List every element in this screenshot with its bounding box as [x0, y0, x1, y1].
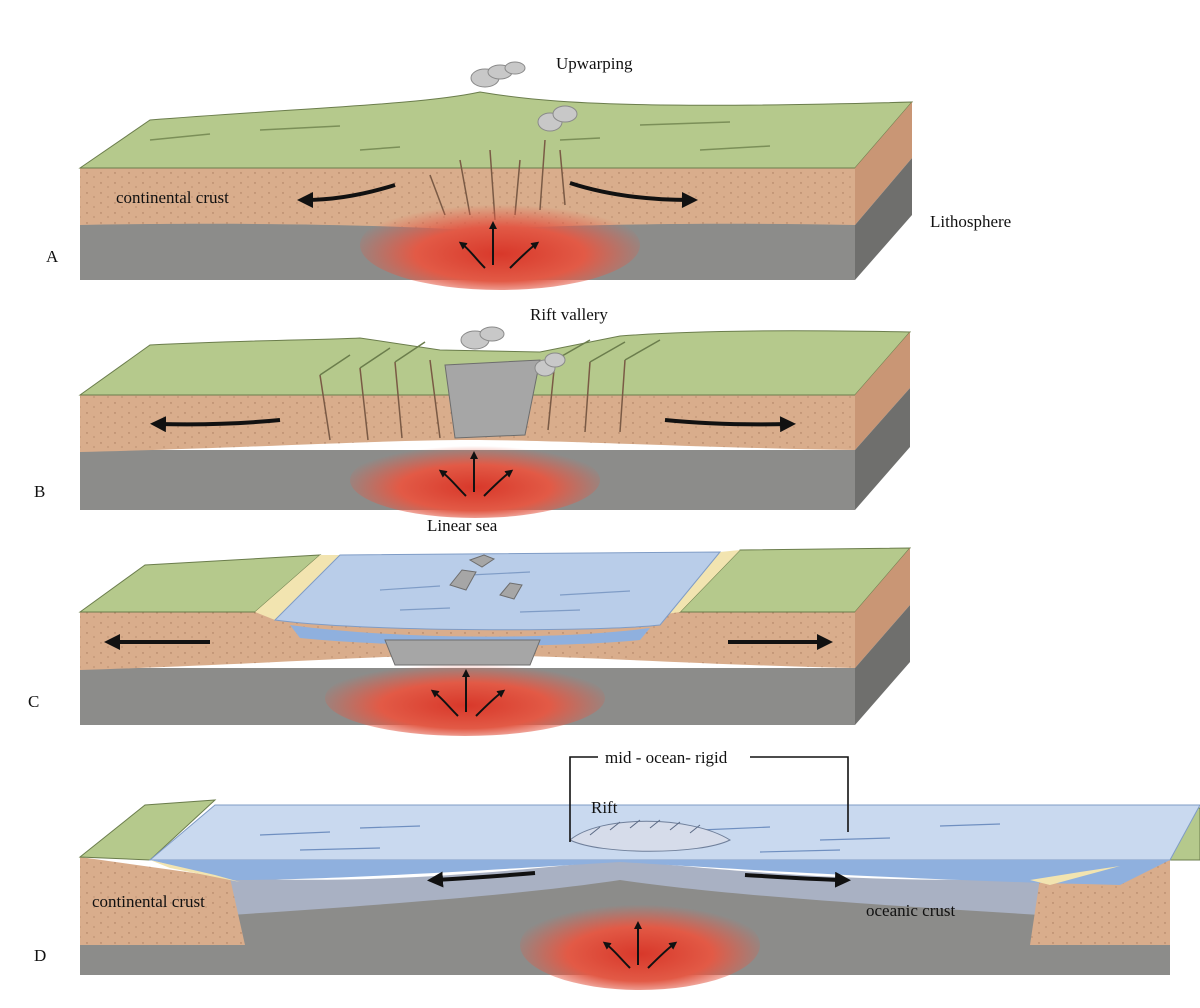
arrow-right	[744, 871, 851, 888]
arrow-up-right	[647, 941, 678, 969]
arrow-up-left	[430, 689, 459, 717]
shore-sand-right	[1030, 866, 1120, 885]
panel-d-title: mid - ocean- rigid	[605, 748, 728, 767]
arrow-up-left	[438, 469, 467, 497]
panel-c-title: Linear sea	[427, 516, 498, 535]
arrow-left	[427, 871, 536, 888]
panel-d-letter: D	[34, 946, 46, 965]
arrow-left	[297, 183, 396, 208]
ocean-body	[150, 860, 1170, 885]
magma-plume	[520, 900, 760, 990]
panel-a-left-label: continental crust	[116, 188, 229, 207]
panel-d-left-label: continental crust	[92, 892, 205, 911]
panel-d-sub-label: Rift	[591, 798, 618, 817]
panel-a-letter: A	[46, 247, 59, 266]
panel-c-letter: C	[28, 692, 39, 711]
volcanic-smoke-icon	[470, 61, 578, 132]
shore-sand-left	[150, 860, 240, 882]
panel-a-title: Upwarping	[556, 54, 633, 73]
crust-side	[855, 332, 910, 450]
arrow-right	[569, 181, 698, 208]
arrow-up-right	[475, 689, 506, 717]
arrow-up-left	[602, 941, 631, 969]
volcanic-smoke-icon	[460, 326, 566, 377]
crust-side	[855, 548, 910, 668]
mantle-side	[855, 605, 910, 725]
linear-sea	[273, 551, 722, 631]
rift-valley	[444, 359, 541, 439]
arrow-right	[664, 416, 796, 433]
panel-a: Upwarping continental crust Lithosphere …	[46, 54, 1011, 290]
panel-b-letter: B	[34, 482, 45, 501]
mantle-side	[855, 158, 912, 280]
arrow-up-left	[458, 241, 486, 269]
ridge-bracket	[569, 756, 849, 842]
panel-b-title: Rift vallery	[530, 305, 608, 324]
arrow-up-right	[483, 469, 514, 497]
arrow-left	[150, 416, 281, 433]
panel-c: Linear sea C	[28, 516, 912, 736]
mid-ocean-ridge	[569, 820, 732, 852]
mantle-side	[855, 388, 910, 510]
land-surface-left	[78, 799, 217, 861]
panel-d: mid - ocean- rigid Rift continental crus…	[34, 748, 1200, 990]
panel-b: Rift vallery B	[34, 305, 912, 518]
arrow-up-right	[509, 241, 540, 269]
panel-d-right-label: oceanic crust	[866, 901, 955, 920]
panel-a-right-label: Lithosphere	[930, 212, 1011, 231]
crust-side	[855, 102, 912, 225]
oceanic-crust-layer	[230, 860, 1040, 915]
magma-plume	[360, 200, 640, 290]
land-surface	[78, 91, 914, 169]
shore-sand-left	[255, 555, 340, 620]
